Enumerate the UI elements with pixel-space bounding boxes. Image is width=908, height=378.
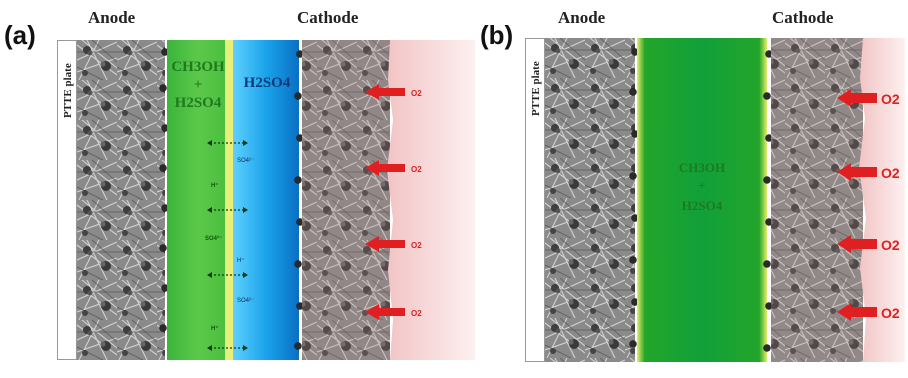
panel-b-air-side xyxy=(859,38,905,362)
panel-b-anode-header: Anode xyxy=(558,8,606,27)
panel-a-membrane xyxy=(225,40,233,360)
panel-a-fuel-label-line1: CH3OH xyxy=(171,59,225,75)
panel-b-oxygen-arrows xyxy=(837,89,877,321)
panel-a-oxygen-label-3: O2 xyxy=(411,241,422,250)
panel-a-diagram: CH3OH + H2SO4 H2SO4 SO4²⁻ H⁺ SO4²⁻ H⁺ SO… xyxy=(77,40,475,360)
panel-a-ion-label-1: SO4²⁻ xyxy=(237,158,254,164)
panel-b-cathode-header: Cathode xyxy=(772,8,834,27)
panel-a-fuel-label-plus: + xyxy=(194,77,203,93)
panel-a-ion-label-2: H⁺ xyxy=(211,182,219,189)
panel-b-ptte-plate-label: PTTE plate xyxy=(530,61,542,116)
panel-b-oxygen-label-4: O2 xyxy=(881,305,900,321)
panel-b-fuel-label-line2: H2SO4 xyxy=(682,198,723,213)
panel-a-fuel-label-line2: H2SO4 xyxy=(175,95,222,111)
panel-b-oxygen-label-3: O2 xyxy=(881,237,900,253)
panel-a-anode-layer xyxy=(77,40,165,360)
panel-a-fuel-channel xyxy=(167,40,229,360)
panel-b-fuel-label-plus: + xyxy=(698,178,705,193)
panel-a-ion-label-3: SO4²⁻ xyxy=(205,235,222,242)
panel-a-ion-label-4: H⁺ xyxy=(237,257,245,264)
panel-b-letter: (b) xyxy=(480,20,514,50)
panel-a-oxygen-label-4: O2 xyxy=(411,309,422,318)
panel-b-fuel-label-line1: CH3OH xyxy=(679,160,725,175)
panel-a-oxygen-arrows xyxy=(365,84,405,320)
panel-b-oxygen-label-2: O2 xyxy=(881,165,900,181)
panel-a-cathode-header: Cathode xyxy=(297,8,359,27)
panel-a-ptte-plate xyxy=(57,40,77,360)
panel-a-ion-label-6: H⁺ xyxy=(211,325,219,332)
panel-b-oxygen-label-1: O2 xyxy=(881,91,900,107)
panel-a-ion-arrows xyxy=(210,142,245,349)
panel-b-fuel-channel xyxy=(637,38,767,362)
panel-a-electrolyte-channel xyxy=(233,40,299,360)
panel-a-oxygen-label-1: O2 xyxy=(411,89,422,98)
panel-a-anode-header: Anode xyxy=(88,8,136,27)
panel-a-ptte-plate-label: PTTE plate xyxy=(62,63,74,118)
panel-a-oxygen-label-2: O2 xyxy=(411,165,422,174)
panel-a-air-side xyxy=(387,40,475,360)
panel-b-anode-layer xyxy=(545,38,635,362)
panel-a-ion-label-5: SO4²⁻ xyxy=(237,298,254,304)
panel-b-diagram: CH3OH + H2SO4 O2 O2 O2 O2 xyxy=(545,38,905,362)
panel-a-letter: (a) xyxy=(4,20,36,50)
panel-b-ptte-plate xyxy=(525,38,545,362)
panel-a-electrolyte-label: H2SO4 xyxy=(244,75,291,91)
